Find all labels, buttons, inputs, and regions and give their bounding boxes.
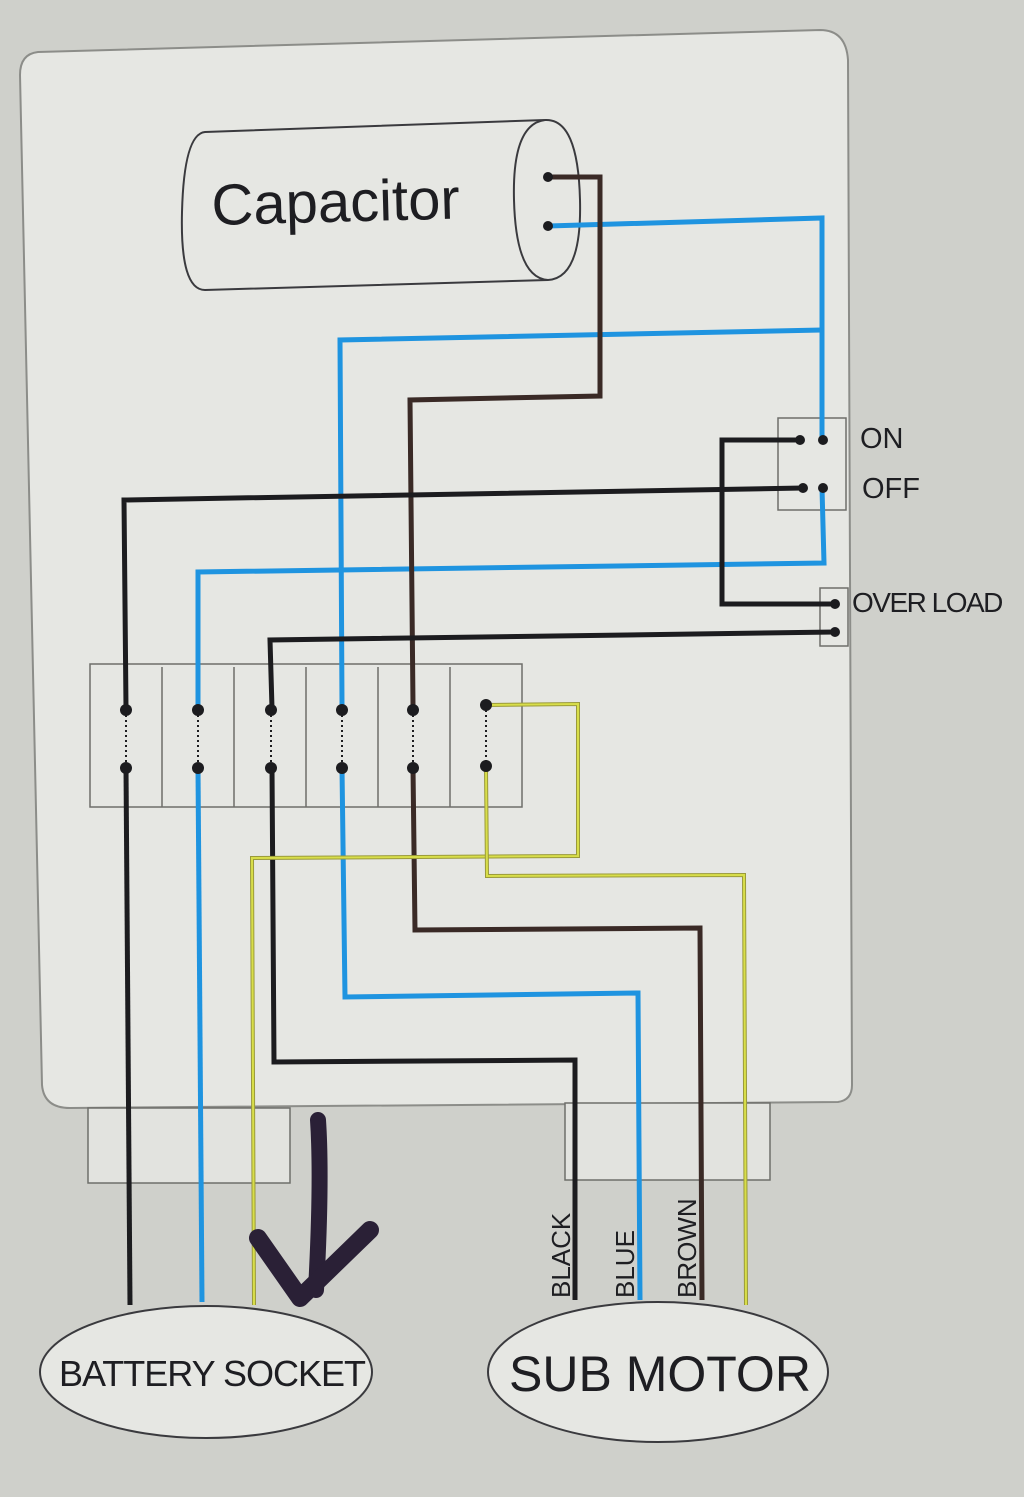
wire-switch-to-overload bbox=[719, 437, 835, 607]
capacitor: Capacitor bbox=[180, 118, 582, 292]
motor-wire-label-black: BLACK bbox=[546, 1212, 576, 1298]
cable-gland-left bbox=[87, 1107, 291, 1184]
battery-socket-label: BATTERY SOCKET bbox=[59, 1353, 366, 1394]
wire-terminal-4-to-motor-blue bbox=[339, 767, 643, 1301]
wires-black bbox=[121, 437, 836, 1306]
wire-terminal-3-to-motor-black bbox=[269, 767, 578, 1300]
switch-on-label: ON bbox=[860, 423, 904, 455]
wire-on-to-terminal-4 bbox=[337, 327, 823, 706]
wire-overload-to-terminal-3 bbox=[267, 629, 836, 709]
wire-capacitor-to-on bbox=[547, 215, 825, 438]
terminal-block bbox=[89, 663, 523, 808]
terminal-dots bbox=[120, 172, 840, 774]
on-off-switch bbox=[777, 417, 847, 511]
wire-off-to-terminal-2 bbox=[195, 487, 827, 708]
overload-relay bbox=[819, 587, 849, 647]
wire-capacitor-to-terminal-5 bbox=[407, 174, 603, 706]
motor-wire-label-brown: BROWN bbox=[672, 1198, 702, 1298]
sub-motor-label: SUB MOTOR bbox=[509, 1346, 811, 1402]
capacitor-label: Capacitor bbox=[211, 167, 461, 238]
wires-earth bbox=[249, 701, 748, 1306]
battery-socket: BATTERY SOCKET bbox=[39, 1305, 373, 1439]
switch-off-label: OFF bbox=[862, 473, 920, 505]
wire-terminal-1-to-battery bbox=[123, 767, 133, 1306]
wire-terminal-5-to-motor-brown bbox=[410, 767, 705, 1301]
wires-brown bbox=[407, 174, 705, 1301]
cable-gland-right bbox=[564, 1102, 771, 1181]
wire-off-to-terminal-1 bbox=[121, 485, 804, 709]
wire-terminal-2-to-battery bbox=[195, 767, 205, 1303]
wires-blue bbox=[195, 215, 827, 1303]
motor-wire-label-blue: BLUE bbox=[610, 1230, 640, 1298]
marker-arrow-icon bbox=[249, 1112, 379, 1307]
sub-motor: SUB MOTOR bbox=[487, 1301, 829, 1443]
overload-label: OVER LOAD bbox=[852, 587, 1002, 618]
